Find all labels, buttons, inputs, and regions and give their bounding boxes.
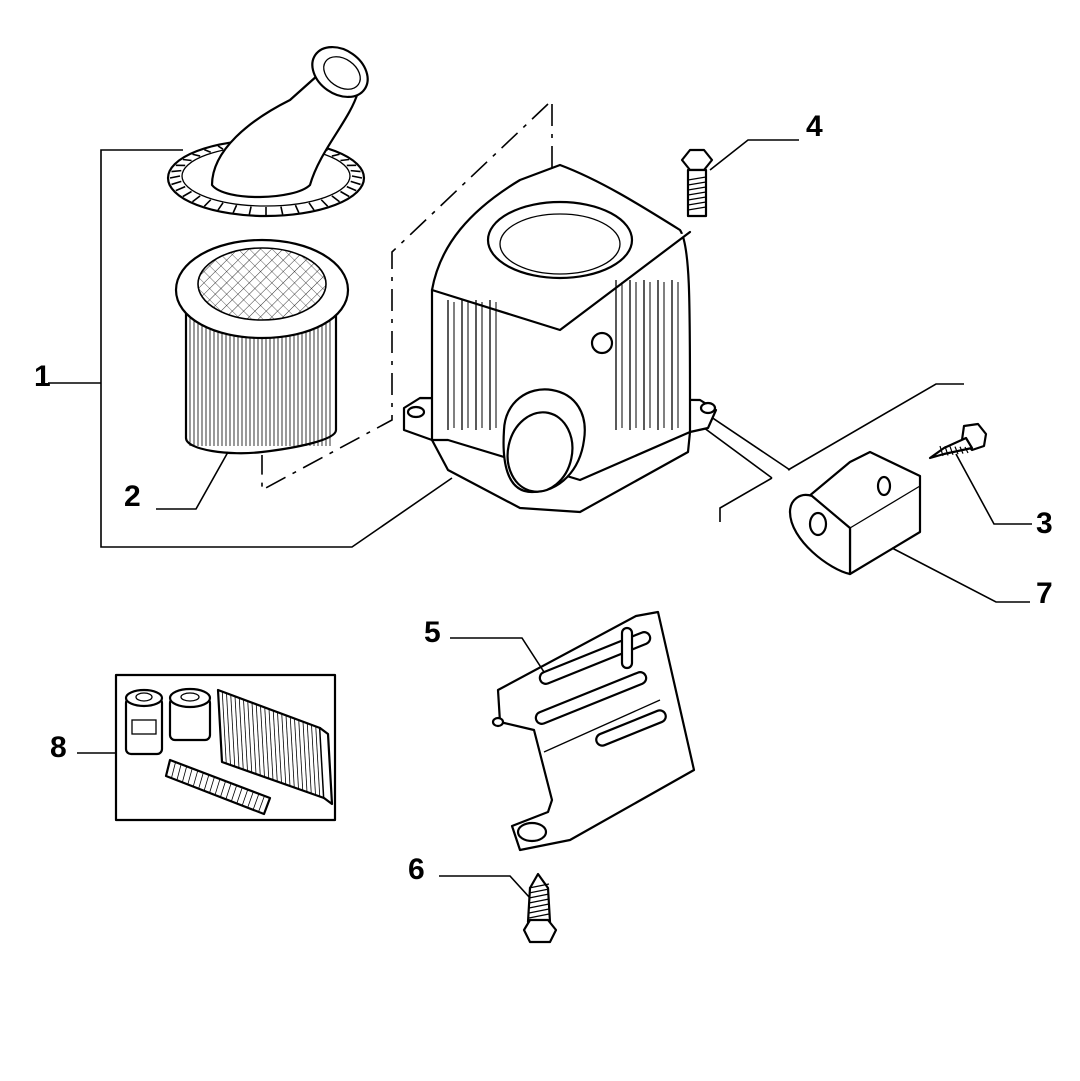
callout-2: 2	[124, 480, 141, 513]
callout-1: 1	[34, 360, 51, 393]
callout-4: 4	[806, 110, 823, 143]
callout-3: 3	[1036, 507, 1053, 540]
assembly-bracket-1	[48, 149, 453, 548]
intake-cover	[166, 45, 369, 218]
shield-plate-part-5	[491, 610, 696, 852]
bolt-part-4	[680, 148, 714, 218]
filter-housing	[402, 163, 718, 514]
callout-7: 7	[1036, 577, 1053, 610]
service-kit-box	[114, 673, 337, 822]
filter-element	[174, 238, 350, 455]
callout-5: 5	[424, 616, 441, 649]
callout-6: 6	[408, 853, 425, 886]
leader-lines	[77, 139, 1032, 899]
callout-8: 8	[50, 731, 67, 764]
screw-part-6	[522, 872, 558, 944]
screw-part-3	[928, 422, 988, 460]
bracket-part-7	[788, 450, 922, 576]
